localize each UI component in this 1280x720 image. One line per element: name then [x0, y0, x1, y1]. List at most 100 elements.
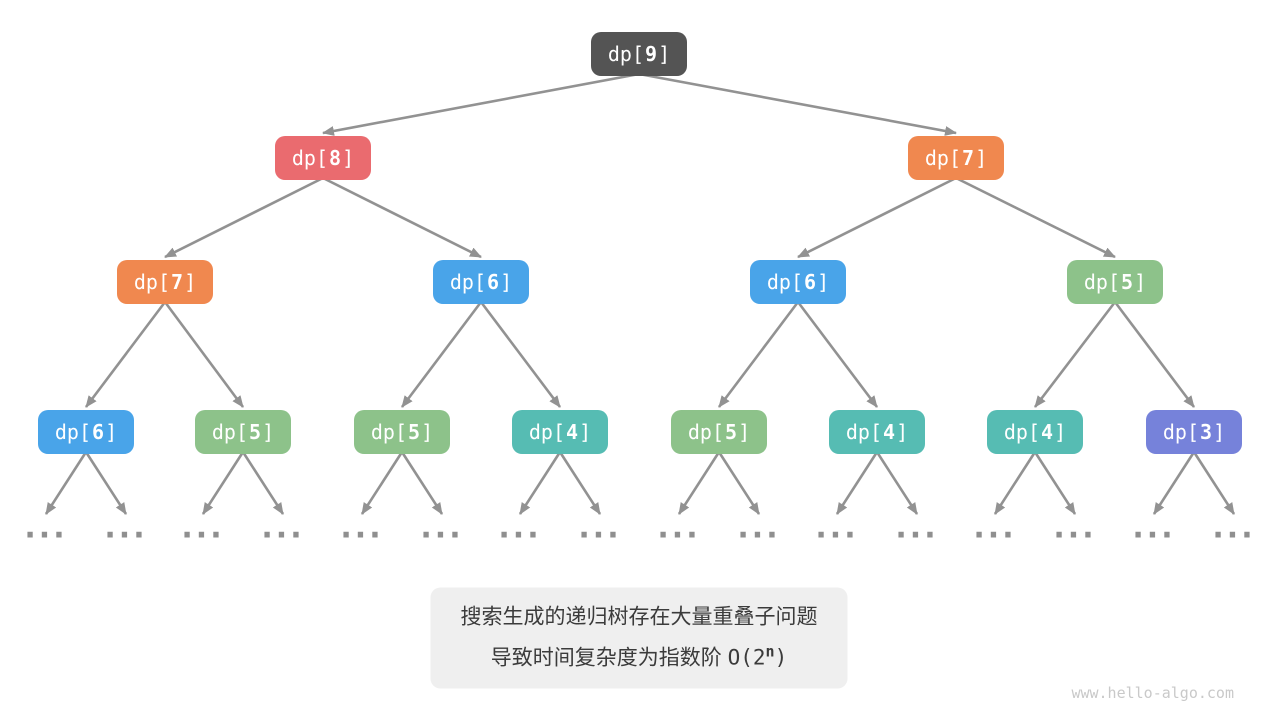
node-label-prefix: dp[	[766, 270, 804, 294]
subtree-ellipsis: ···	[261, 518, 305, 553]
tree-node: dp[5]	[354, 410, 450, 454]
node-label-value: 3	[1200, 420, 1213, 444]
tree-edge	[677, 451, 721, 515]
node-label-suffix: ]	[817, 270, 830, 294]
subtree-ellipsis: ···	[737, 518, 781, 553]
node-label-value: 6	[804, 270, 817, 294]
subtree-ellipsis: ···	[1053, 518, 1097, 553]
node-label-suffix: ]	[1054, 420, 1067, 444]
tree-edge	[164, 176, 324, 259]
tree-edge	[163, 301, 245, 408]
node-label-prefix: dp[	[924, 146, 962, 170]
tree-edge	[1113, 301, 1196, 408]
caption-box: 搜索生成的递归树存在大量重叠子问题 导致时间复杂度为指数阶 O(2n)	[430, 587, 848, 689]
subtree-ellipsis: ···	[420, 518, 464, 553]
subtree-ellipsis: ···	[181, 518, 225, 553]
tree-edge	[400, 301, 483, 408]
node-label-value: 9	[645, 42, 658, 66]
node-label-suffix: ]	[262, 420, 275, 444]
node-label-suffix: ]	[738, 420, 751, 444]
node-label-value: 4	[1041, 420, 1054, 444]
subtree-ellipsis: ···	[578, 518, 622, 553]
tree-edge	[717, 451, 761, 515]
node-label-value: 4	[883, 420, 896, 444]
node-label-suffix: ]	[184, 270, 197, 294]
tree-edge	[1152, 451, 1196, 515]
node-label-prefix: dp[	[607, 42, 645, 66]
tree-node: dp[6]	[750, 260, 846, 304]
complexity-formula: O(2n)	[727, 642, 788, 670]
tree-node: dp[6]	[38, 410, 134, 454]
tree-node: dp[5]	[1067, 260, 1163, 304]
tree-edge	[955, 176, 1116, 259]
subtree-ellipsis: ···	[498, 518, 542, 553]
tree-edge	[518, 451, 562, 515]
tree-node: dp[9]	[591, 32, 687, 76]
tree-edge	[638, 72, 957, 136]
tree-node: dp[3]	[1146, 410, 1242, 454]
node-label-suffix: ]	[1134, 270, 1147, 294]
node-label-suffix: ]	[658, 42, 671, 66]
node-label-value: 5	[1121, 270, 1134, 294]
subtree-ellipsis: ···	[24, 518, 68, 553]
subtree-ellipsis: ···	[340, 518, 384, 553]
node-label-value: 5	[725, 420, 738, 444]
node-label-prefix: dp[	[687, 420, 725, 444]
node-label-prefix: dp[	[133, 270, 171, 294]
node-label-suffix: ]	[500, 270, 513, 294]
tree-edge	[1033, 451, 1077, 515]
caption-line2: 导致时间复杂度为指数阶 O(2n)	[461, 635, 818, 676]
node-label-prefix: dp[	[449, 270, 487, 294]
tree-edge	[44, 451, 88, 515]
node-label-value: 6	[487, 270, 500, 294]
node-label-suffix: ]	[342, 146, 355, 170]
caption-line1: 搜索生成的递归树存在大量重叠子问题	[460, 605, 818, 629]
node-label-prefix: dp[	[845, 420, 883, 444]
node-label-value: 7	[171, 270, 184, 294]
tree-edge	[322, 176, 482, 259]
node-label-prefix: dp[	[528, 420, 566, 444]
tree-node: dp[4]	[829, 410, 925, 454]
tree-edge	[875, 451, 919, 515]
node-label-prefix: dp[	[291, 146, 329, 170]
node-label-suffix: ]	[896, 420, 909, 444]
tree-edge	[400, 451, 444, 515]
tree-edge	[201, 451, 245, 515]
tree-edge	[479, 301, 562, 408]
tree-node: dp[7]	[908, 136, 1004, 180]
tree-edge	[322, 72, 640, 136]
tree-edge	[797, 176, 957, 259]
node-label-prefix: dp[	[1083, 270, 1121, 294]
node-label-value: 4	[566, 420, 579, 444]
node-label-suffix: ]	[1213, 420, 1226, 444]
node-label-value: 5	[408, 420, 421, 444]
node-label-prefix: dp[	[370, 420, 408, 444]
node-label-prefix: dp[	[54, 420, 92, 444]
node-label-prefix: dp[	[211, 420, 249, 444]
subtree-ellipsis: ···	[1132, 518, 1176, 553]
subtree-ellipsis: ···	[657, 518, 701, 553]
tree-edge	[993, 451, 1037, 515]
tree-node: dp[6]	[433, 260, 529, 304]
subtree-ellipsis: ···	[104, 518, 148, 553]
subtree-ellipsis: ···	[973, 518, 1017, 553]
tree-edge	[835, 451, 879, 515]
node-label-suffix: ]	[579, 420, 592, 444]
node-label-prefix: dp[	[1003, 420, 1041, 444]
node-label-value: 7	[962, 146, 975, 170]
tree-node: dp[4]	[512, 410, 608, 454]
tree-edge	[241, 451, 285, 515]
node-label-value: 6	[92, 420, 105, 444]
tree-node: dp[5]	[195, 410, 291, 454]
subtree-ellipsis: ···	[1212, 518, 1256, 553]
tree-edge	[558, 451, 602, 515]
node-label-prefix: dp[	[1162, 420, 1200, 444]
tree-node: dp[8]	[275, 136, 371, 180]
tree-node: dp[5]	[671, 410, 767, 454]
node-label-value: 5	[249, 420, 262, 444]
node-label-suffix: ]	[975, 146, 988, 170]
tree-edge	[796, 301, 879, 408]
tree-edge	[84, 301, 167, 408]
caption-line2-text: 导致时间复杂度为指数阶	[490, 646, 728, 670]
